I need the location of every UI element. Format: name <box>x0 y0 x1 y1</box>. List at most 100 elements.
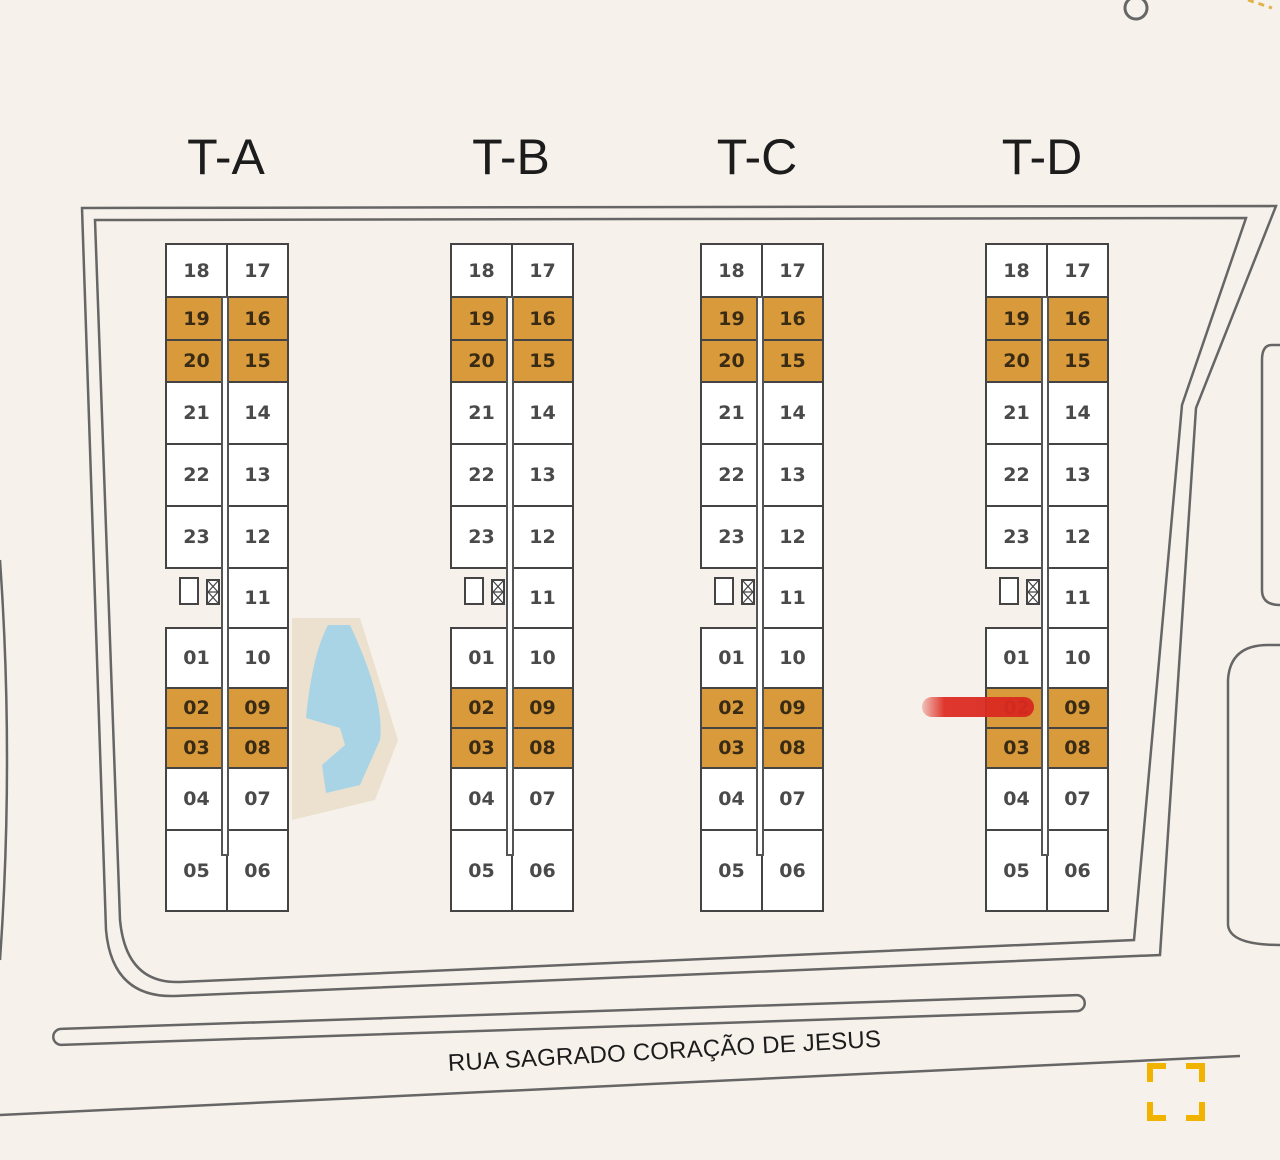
unit-tc-18[interactable]: 18 <box>700 243 763 298</box>
unit-td-12[interactable]: 12 <box>1046 505 1109 569</box>
unit-tc-01[interactable]: 01 <box>700 627 763 689</box>
unit-ta-03[interactable]: 03 <box>165 727 228 769</box>
unit-td-19[interactable]: 19 <box>985 296 1048 341</box>
unit-tb-16[interactable]: 16 <box>511 296 574 341</box>
unit-label: 08 <box>244 737 271 759</box>
unit-ta-11[interactable]: 11 <box>226 567 289 629</box>
unit-label: 01 <box>718 647 745 669</box>
unit-ta-15[interactable]: 15 <box>226 339 289 383</box>
unit-td-15[interactable]: 15 <box>1046 339 1109 383</box>
unit-ta-13[interactable]: 13 <box>226 443 289 507</box>
unit-ta-23[interactable]: 23 <box>165 505 228 569</box>
unit-label: 13 <box>1064 464 1091 486</box>
unit-ta-22[interactable]: 22 <box>165 443 228 507</box>
corner-circle <box>1123 0 1149 21</box>
unit-td-21[interactable]: 21 <box>985 381 1048 445</box>
unit-tb-23[interactable]: 23 <box>450 505 513 569</box>
unit-ta-16[interactable]: 16 <box>226 296 289 341</box>
unit-td-11[interactable]: 11 <box>1046 567 1109 629</box>
unit-td-04[interactable]: 04 <box>985 767 1048 831</box>
unit-tb-22[interactable]: 22 <box>450 443 513 507</box>
unit-td-03[interactable]: 03 <box>985 727 1048 769</box>
unit-tc-03[interactable]: 03 <box>700 727 763 769</box>
unit-tc-13[interactable]: 13 <box>761 443 824 507</box>
unit-ta-20[interactable]: 20 <box>165 339 228 383</box>
unit-label: 03 <box>183 737 210 759</box>
unit-tb-04[interactable]: 04 <box>450 767 513 831</box>
unit-tc-23[interactable]: 23 <box>700 505 763 569</box>
unit-tb-03[interactable]: 03 <box>450 727 513 769</box>
unit-ta-10[interactable]: 10 <box>226 627 289 689</box>
unit-tc-08[interactable]: 08 <box>761 727 824 769</box>
unit-tc-22[interactable]: 22 <box>700 443 763 507</box>
unit-ta-01[interactable]: 01 <box>165 627 228 689</box>
unit-td-13[interactable]: 13 <box>1046 443 1109 507</box>
unit-td-16[interactable]: 16 <box>1046 296 1109 341</box>
unit-td-06[interactable]: 06 <box>1046 829 1109 912</box>
unit-ta-08[interactable]: 08 <box>226 727 289 769</box>
unit-td-17[interactable]: 17 <box>1046 243 1109 298</box>
unit-ta-18[interactable]: 18 <box>165 243 228 298</box>
unit-tc-14[interactable]: 14 <box>761 381 824 445</box>
unit-ta-12[interactable]: 12 <box>226 505 289 569</box>
unit-tb-14[interactable]: 14 <box>511 381 574 445</box>
unit-tb-07[interactable]: 07 <box>511 767 574 831</box>
elevator-icon <box>206 579 220 605</box>
unit-tb-15[interactable]: 15 <box>511 339 574 383</box>
unit-tb-06[interactable]: 06 <box>511 829 574 912</box>
unit-tc-17[interactable]: 17 <box>761 243 824 298</box>
unit-ta-07[interactable]: 07 <box>226 767 289 831</box>
unit-tc-20[interactable]: 20 <box>700 339 763 383</box>
unit-tc-02[interactable]: 02 <box>700 687 763 729</box>
unit-tb-12[interactable]: 12 <box>511 505 574 569</box>
unit-tc-05[interactable]: 05 <box>700 829 763 912</box>
unit-tb-19[interactable]: 19 <box>450 296 513 341</box>
unit-tc-06[interactable]: 06 <box>761 829 824 912</box>
unit-ta-02[interactable]: 02 <box>165 687 228 729</box>
unit-tc-15[interactable]: 15 <box>761 339 824 383</box>
unit-td-23[interactable]: 23 <box>985 505 1048 569</box>
unit-tc-04[interactable]: 04 <box>700 767 763 831</box>
unit-ta-17[interactable]: 17 <box>226 243 289 298</box>
unit-tb-05[interactable]: 05 <box>450 829 513 912</box>
unit-td-07[interactable]: 07 <box>1046 767 1109 831</box>
unit-td-20[interactable]: 20 <box>985 339 1048 383</box>
expand-icon[interactable] <box>1146 1062 1206 1122</box>
unit-tc-07[interactable]: 07 <box>761 767 824 831</box>
unit-tb-10[interactable]: 10 <box>511 627 574 689</box>
unit-ta-04[interactable]: 04 <box>165 767 228 831</box>
unit-tc-10[interactable]: 10 <box>761 627 824 689</box>
unit-ta-05[interactable]: 05 <box>165 829 228 912</box>
unit-tb-21[interactable]: 21 <box>450 381 513 445</box>
unit-td-05[interactable]: 05 <box>985 829 1048 912</box>
unit-tc-16[interactable]: 16 <box>761 296 824 341</box>
unit-td-10[interactable]: 10 <box>1046 627 1109 689</box>
unit-tb-18[interactable]: 18 <box>450 243 513 298</box>
unit-td-18[interactable]: 18 <box>985 243 1048 298</box>
unit-tb-20[interactable]: 20 <box>450 339 513 383</box>
unit-td-14[interactable]: 14 <box>1046 381 1109 445</box>
unit-tb-13[interactable]: 13 <box>511 443 574 507</box>
unit-tc-11[interactable]: 11 <box>761 567 824 629</box>
unit-td-22[interactable]: 22 <box>985 443 1048 507</box>
unit-label: 08 <box>529 737 556 759</box>
unit-ta-14[interactable]: 14 <box>226 381 289 445</box>
unit-ta-19[interactable]: 19 <box>165 296 228 341</box>
unit-label: 21 <box>718 402 745 424</box>
unit-td-01[interactable]: 01 <box>985 627 1048 689</box>
unit-td-09[interactable]: 09 <box>1046 687 1109 729</box>
unit-ta-21[interactable]: 21 <box>165 381 228 445</box>
unit-td-08[interactable]: 08 <box>1046 727 1109 769</box>
unit-ta-06[interactable]: 06 <box>226 829 289 912</box>
unit-tc-21[interactable]: 21 <box>700 381 763 445</box>
unit-tc-19[interactable]: 19 <box>700 296 763 341</box>
unit-tb-01[interactable]: 01 <box>450 627 513 689</box>
unit-tb-11[interactable]: 11 <box>511 567 574 629</box>
unit-tb-17[interactable]: 17 <box>511 243 574 298</box>
unit-tc-12[interactable]: 12 <box>761 505 824 569</box>
unit-tb-02[interactable]: 02 <box>450 687 513 729</box>
unit-tb-08[interactable]: 08 <box>511 727 574 769</box>
unit-tc-09[interactable]: 09 <box>761 687 824 729</box>
unit-ta-09[interactable]: 09 <box>226 687 289 729</box>
unit-tb-09[interactable]: 09 <box>511 687 574 729</box>
